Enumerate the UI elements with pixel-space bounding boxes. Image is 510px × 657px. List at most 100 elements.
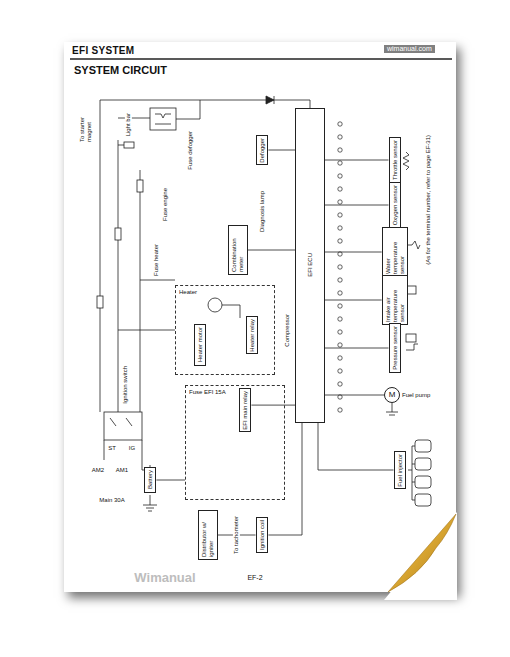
terminal-pin — [338, 161, 342, 165]
motor-symbol — [208, 298, 222, 312]
wire-connector — [251, 405, 295, 406]
wire-connector — [325, 395, 384, 396]
node-label: Defogger — [259, 138, 266, 163]
wire — [104, 440, 150, 470]
wire-connector — [325, 300, 382, 301]
relay-symbol — [150, 108, 176, 130]
top-bus-wire — [100, 100, 310, 108]
fuse-label: Fuse engine — [162, 188, 169, 221]
wire-connector — [268, 423, 302, 536]
injector-symbol — [415, 494, 431, 506]
sensor-box: Throttle sensor — [389, 137, 402, 183]
meter-box: Combination meter — [228, 225, 248, 275]
wire-connector — [325, 348, 389, 349]
terminal-pin — [338, 200, 342, 204]
terminal-pin — [338, 317, 342, 321]
node-label: Pressure sensor — [392, 326, 399, 370]
distributor-box: Distributor w/ igniter — [198, 510, 218, 560]
page-title: SYSTEM CIRCUIT — [74, 64, 167, 77]
wire-connector — [325, 160, 389, 161]
ground-symbol — [143, 495, 157, 511]
pump-motor: MFuel pump — [384, 387, 400, 403]
terminal-pin — [338, 213, 342, 217]
node-label: EFI main relay — [242, 391, 249, 430]
terminal-pin — [338, 356, 342, 360]
fuse-relay-group: Fuse EFI 15A EFI main relay — [185, 385, 285, 500]
relay-box: EFI main relay — [239, 388, 252, 433]
fuse-symbol — [137, 180, 143, 192]
node-label: Throttle sensor — [392, 140, 399, 180]
terminal-pin — [338, 395, 342, 399]
heater-group: HeaterHeater motor Heater relay — [175, 285, 275, 375]
terminal-pin — [338, 226, 342, 230]
part-label: Diagnosis lamp — [259, 191, 266, 232]
node-label: EFI ECU — [307, 253, 314, 277]
injector-wire — [408, 446, 415, 500]
node-label: Ignition coil — [259, 520, 266, 550]
terminal-label: IG — [129, 445, 135, 452]
fuse-label: Fuse defogger — [187, 131, 194, 170]
node-label: Heater relay — [249, 319, 256, 352]
terminal-label: ST — [108, 445, 116, 452]
wire-connector — [325, 205, 389, 206]
defogger-box: Defogger — [256, 135, 269, 166]
throttle-resistor — [403, 152, 409, 170]
wire-connector — [325, 252, 382, 253]
fuse-label: Fuse heater — [153, 244, 160, 276]
injector-box: Fuel injector — [394, 451, 407, 490]
sensor-box: Intake air temperature sensor — [382, 275, 409, 325]
watermark: Wimanual — [134, 571, 195, 586]
node-label: Fuse EFI 15A — [189, 389, 226, 396]
battery-box: Battery — [144, 467, 157, 492]
node-label: Intake air temperature sensor — [385, 278, 406, 322]
wire-connector — [156, 480, 185, 481]
light-bar-symbol — [124, 142, 134, 148]
terminal-pin — [338, 408, 342, 412]
ground-symbol — [386, 403, 398, 415]
node-label: Water temperature sensor — [385, 230, 406, 274]
node-label: Oxygen sensor — [392, 185, 399, 225]
wire-connector — [318, 423, 394, 471]
node-label: Distributor w/ igniter — [201, 513, 215, 557]
relay-coil — [155, 114, 171, 124]
terminal-pin — [338, 291, 342, 295]
motor-box: Heater motor — [194, 324, 207, 365]
terminal-pin — [338, 252, 342, 256]
switch-contact — [110, 418, 132, 426]
part-label: Ignition switch — [122, 366, 129, 404]
node-heading: Fuel pump — [402, 392, 430, 399]
terminal-pin — [338, 148, 342, 152]
part-label: Light bar — [125, 113, 132, 136]
injector-symbol — [415, 476, 431, 488]
terminal-pin — [338, 174, 342, 178]
node-label: M — [389, 390, 396, 399]
coil-box: Ignition coil — [256, 517, 269, 553]
sensor-box: Water temperature sensor — [382, 227, 409, 277]
terminal-pin — [338, 304, 342, 308]
wire — [222, 305, 240, 318]
note: (As for the terminal number, refer to pa… — [425, 135, 432, 265]
terminal-pin — [338, 135, 342, 139]
node-label: Heater — [179, 289, 197, 296]
terminal-pin — [338, 187, 342, 191]
wire-connector — [268, 150, 295, 151]
section-header: EFI SYSTEM — [72, 45, 134, 57]
fuse-symbol — [97, 296, 103, 308]
injector-symbol — [415, 458, 431, 470]
watermark: wimanual.com — [384, 45, 435, 53]
header-rule — [70, 58, 452, 59]
wire-connector — [248, 250, 295, 251]
wire — [118, 145, 124, 146]
sensor-box: Pressure sensor — [389, 323, 402, 373]
wire — [118, 280, 175, 330]
node-label: Fuel injector — [397, 454, 404, 487]
terminal-pin — [338, 330, 342, 334]
terminal-pin — [338, 369, 342, 373]
terminal-pin — [338, 122, 342, 126]
part-label: Compressor — [284, 314, 291, 347]
ignition-switch-symbol — [104, 412, 142, 440]
fuse-symbol — [115, 228, 121, 240]
relay-box: Heater relay — [246, 316, 259, 355]
supply-wire — [100, 100, 140, 412]
